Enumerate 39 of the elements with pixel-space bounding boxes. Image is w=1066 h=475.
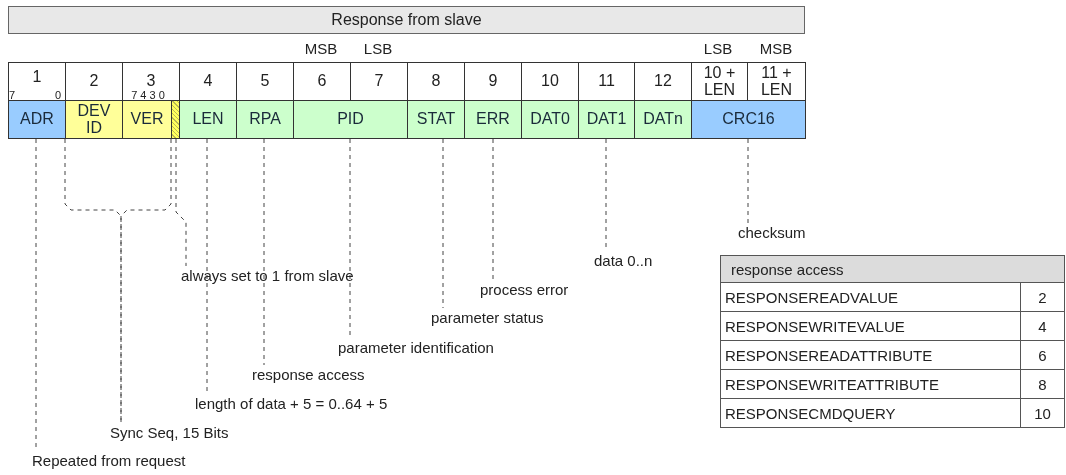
field-cell: DEV ID: [65, 100, 123, 139]
field-cell: STAT: [407, 100, 465, 139]
leader-line: [442, 138, 444, 309]
field-cell: VER: [122, 100, 172, 139]
annotation-text: checksum: [738, 224, 806, 242]
annotation-text: parameter identification: [338, 339, 494, 357]
bit-index-label: 0: [54, 89, 62, 101]
leader-line: [64, 138, 122, 424]
field-cell: DATn: [634, 100, 692, 139]
annotation-text: Repeated from request: [32, 452, 186, 470]
annotation-text: response access: [252, 366, 365, 384]
annotation-text: always set to 1 from slave: [181, 267, 354, 285]
byte-order-label: LSB: [363, 40, 393, 57]
field-cell: CRC16: [691, 100, 806, 139]
byte-order-label: MSB: [759, 40, 793, 57]
header-bar: Response from slave: [8, 6, 805, 34]
table-cell: RESPONSECMDQUERY: [720, 398, 1021, 428]
byte-order-label: MSB: [304, 40, 338, 57]
byte-order-label: LSB: [703, 40, 733, 57]
table-header: response access: [720, 255, 1065, 283]
field-cell: LEN: [179, 100, 237, 139]
field-cell: DAT0: [521, 100, 579, 139]
annotation-text: process error: [480, 281, 569, 299]
leader-line: [263, 138, 265, 366]
leader-line: [492, 138, 494, 281]
field-cell: DAT1: [578, 100, 635, 139]
annotation-text: parameter status: [431, 309, 544, 327]
table-cell: 10: [1020, 398, 1065, 428]
field-cell: PID: [293, 100, 408, 139]
field-cell: ERR: [464, 100, 522, 139]
annotation-text: data 0..n: [594, 252, 653, 270]
leader-line: [175, 138, 187, 267]
field-cell: RPA: [236, 100, 294, 139]
annotation-text: Sync Seq, 15 Bits: [110, 424, 229, 442]
field-cell: ADR: [8, 100, 66, 139]
bit-index-label: 7: [8, 89, 16, 101]
leader-line: [747, 138, 749, 224]
bit-index-label: 7 4 3 0: [131, 89, 165, 101]
annotation-text: length of data + 5 = 0..64 + 5: [195, 395, 388, 413]
